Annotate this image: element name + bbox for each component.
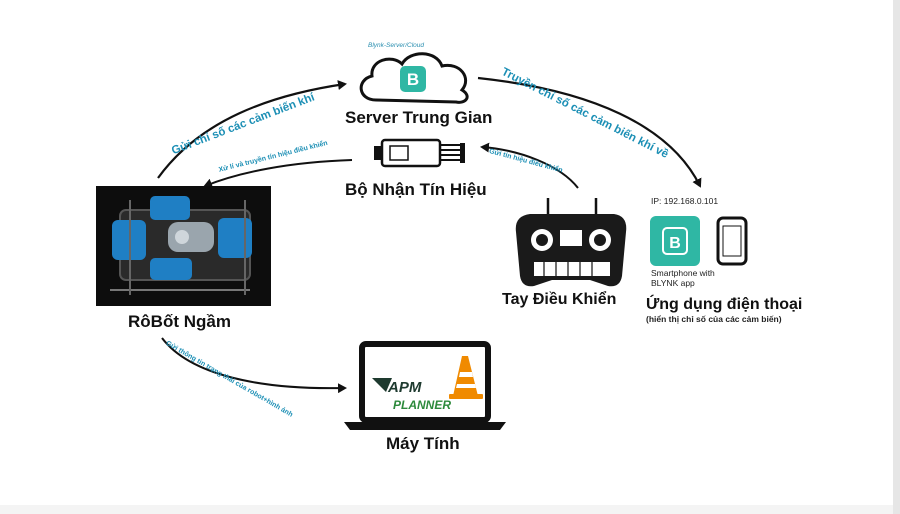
arrow-server-to-phone (477, 76, 702, 188)
robot-label: RôBốt Ngầm (128, 312, 231, 331)
cloud-caption: Blynk-Server/Cloud (368, 42, 424, 49)
arrow-receiver-to-robot (203, 159, 353, 189)
blynk-app-icon: B (650, 216, 700, 266)
remote-control-icon (515, 198, 627, 287)
arrow-robot-to-server (157, 80, 347, 179)
apm-logo-line2: PLANNER (393, 398, 451, 412)
blynk-app-letter: B (669, 235, 681, 252)
remote-label: Tay Điều Khiển (502, 291, 617, 308)
server-label: Server Trung Gian (345, 108, 493, 127)
phone-caption: Smartphone with BLYNK app (651, 268, 715, 288)
arrow-robot-to-computer (161, 337, 347, 394)
receiver-label: Bộ Nhận Tín Hiệu (345, 180, 487, 199)
cloud-server-icon: B (359, 52, 469, 104)
receiver-module-icon (374, 138, 465, 168)
phone-ip-text: IP: 192.168.0.101 (651, 196, 719, 206)
vlc-cone-icon (449, 356, 483, 399)
window-edge (893, 0, 900, 514)
laptop-icon: APM PLANNER (344, 341, 506, 430)
bottom-edge (0, 505, 893, 514)
blynk-logo-letter: B (407, 70, 419, 89)
phone-app-label: Ứng dụng điện thoại (646, 296, 803, 313)
computer-label: Máy Tính (386, 434, 460, 453)
robot-image (96, 186, 271, 306)
arrow-remote-to-receiver (480, 142, 579, 189)
phone-app-sublabel: (hiển thị chỉ số của các cảm biến) (646, 314, 782, 324)
smartphone-icon (716, 216, 748, 266)
apm-logo-line1: APM (387, 379, 422, 396)
